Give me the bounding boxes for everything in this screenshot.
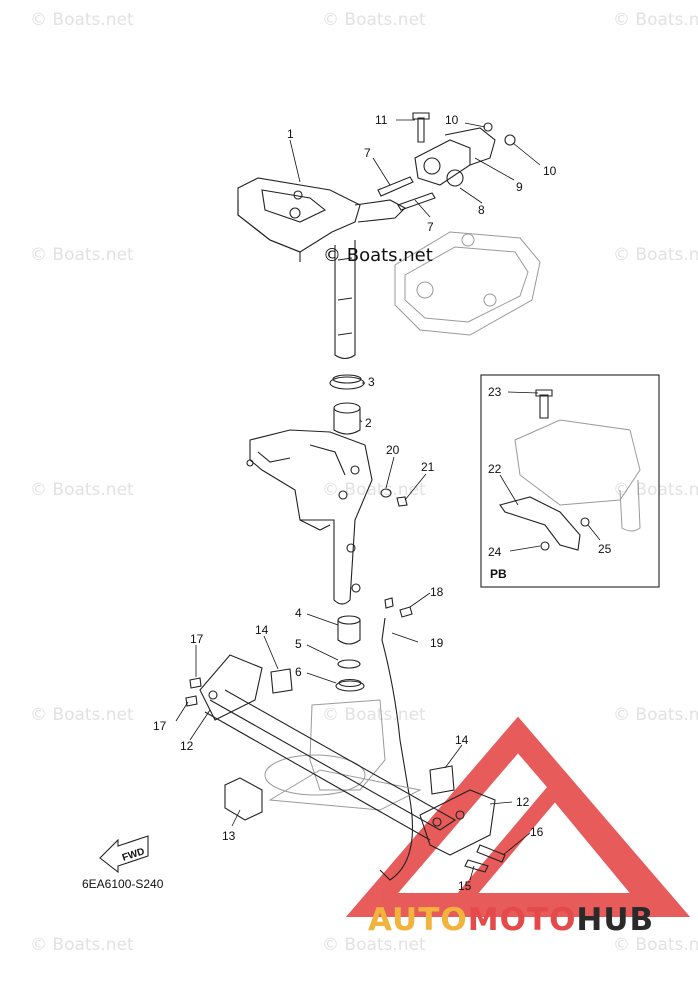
leader-lines (175, 119, 601, 881)
logo-part-moto: MOTO (467, 902, 577, 938)
bushings-upper (329, 374, 365, 435)
watermark: © Boats.net (322, 705, 426, 725)
steering-arm (237, 177, 406, 360)
callout-18: 18 (430, 585, 444, 599)
watermark: © Boats.net (30, 245, 134, 265)
inset-pb (480, 374, 660, 588)
callout-2: 2 (365, 416, 372, 430)
callout-1: 1 (287, 127, 294, 141)
callout-17: 17 (190, 632, 204, 646)
logo-part-auto: AUTO (368, 902, 468, 938)
watermark: © Boats.net (30, 935, 134, 955)
callout-7: 7 (427, 220, 434, 234)
callout-20: 20 (386, 443, 400, 457)
callout-7: 7 (364, 146, 371, 160)
callout-17: 17 (153, 719, 167, 733)
ground-cable (379, 597, 413, 881)
callouts: 1 7 7 11 10 10 9 8 3 2 20 21 4 5 6 18 19… (153, 113, 612, 893)
watermark: © Boats.net (30, 480, 134, 500)
upper-mount-assembly (377, 112, 516, 211)
watermark: © Boats.net (613, 935, 698, 955)
pads (224, 668, 455, 821)
callout-9: 9 (516, 180, 523, 194)
callout-21: 21 (421, 460, 435, 474)
watermark: © Boats.net (322, 480, 426, 500)
callout-4: 4 (295, 606, 302, 620)
callout-8: 8 (478, 203, 485, 217)
watermark: © Boats.net (613, 705, 698, 725)
lower-case-ghost (264, 699, 422, 811)
center-watermark: © Boats.net (323, 245, 433, 266)
callout-13: 13 (222, 829, 236, 843)
clamp-bracket (199, 654, 496, 856)
callout-19: 19 (430, 636, 444, 650)
callout-11: 11 (375, 113, 388, 127)
washer-bolt (380, 488, 408, 507)
callout-12: 12 (516, 795, 530, 809)
watermark: © Boats.net (30, 10, 134, 30)
inset-label: PB (490, 567, 507, 581)
small-bolts (185, 677, 506, 873)
callout-16: 16 (530, 825, 544, 839)
callout-24: 24 (488, 545, 502, 559)
callout-3: 3 (368, 375, 375, 389)
callout-22: 22 (488, 462, 502, 476)
watermark: © Boats.net (613, 245, 698, 265)
callout-15: 15 (458, 879, 472, 893)
callout-10: 10 (543, 164, 557, 178)
callout-12: 12 (180, 739, 194, 753)
callout-25: 25 (598, 542, 612, 556)
watermark: © Boats.net (30, 705, 134, 725)
watermark: © Boats.net (322, 935, 426, 955)
callout-6: 6 (295, 665, 302, 679)
swivel-bracket (246, 429, 373, 605)
fwd-arrow-icon: FWD (99, 835, 149, 874)
logo-part-hub: HUB (576, 902, 655, 938)
callout-14: 14 (455, 733, 469, 747)
engine-bracket-ghost (394, 231, 541, 336)
automotohub-logo: AUTOMOTOHUB (368, 902, 654, 938)
watermark: © Boats.net (613, 10, 698, 30)
callout-5: 5 (295, 637, 302, 651)
logo-triangle (345, 716, 691, 917)
lower-bushings (335, 615, 365, 692)
watermark: © Boats.net (322, 10, 426, 30)
callout-23: 23 (488, 385, 502, 399)
callout-14: 14 (255, 623, 269, 637)
callout-10: 10 (445, 113, 459, 127)
watermark: © Boats.net (613, 480, 698, 500)
diagram-code: 6EA6100-S240 (82, 877, 164, 891)
